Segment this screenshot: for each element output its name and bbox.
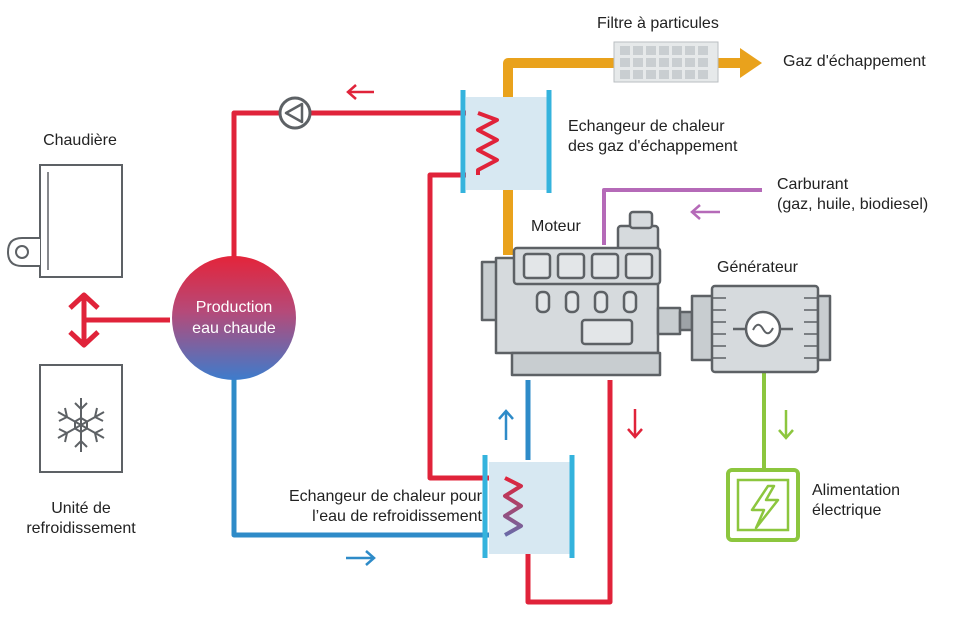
exhaust-pipe — [503, 48, 762, 255]
cooling-exchanger-label-line2: l’eau de refroidissement — [312, 508, 482, 525]
pump-icon — [278, 96, 312, 130]
electric-line — [762, 372, 794, 470]
exhaust-exchanger-label: Echangeur de chaleur des gaz d'échappeme… — [568, 117, 737, 157]
flow-right-arrow-icon — [346, 550, 376, 566]
particle-filter-label: Filtre à particules — [597, 15, 719, 32]
particle-filter — [613, 41, 719, 83]
power-supply-label: Alimentation électrique — [812, 481, 900, 521]
flow-up-arrow-icon — [498, 409, 514, 440]
generator-label: Générateur — [717, 259, 798, 276]
hot-water-label-line2: eau chaude — [192, 320, 276, 337]
hot-water-label-line1: Production — [195, 299, 273, 316]
power-supply-label-line2: électrique — [812, 502, 882, 519]
exhaust-heat-exchanger — [460, 90, 552, 193]
snowflake-icon — [57, 398, 105, 452]
flow-down-arrow-icon — [627, 409, 643, 439]
cooling-unit-icon — [39, 364, 123, 473]
boiler-label: Chaudière — [43, 132, 117, 149]
exhaust-arrow-icon — [740, 48, 762, 78]
hot-water-pipe — [84, 110, 613, 605]
exhaust-exchanger-label-line1: Echangeur de chaleur — [568, 118, 725, 135]
engine-label: Moteur — [531, 218, 581, 235]
exhaust-exchanger-label-line2: des gaz d'échappement — [568, 138, 738, 155]
power-outlet-icon — [726, 468, 800, 542]
hot-water-production — [172, 256, 296, 380]
power-supply-label-line1: Alimentation — [812, 482, 901, 499]
cooling-unit-label-line2: refroidissement — [26, 520, 136, 537]
exhaust-gas-label: Gaz d'échappement — [783, 53, 926, 70]
cooling-water-pipe — [231, 378, 531, 538]
boiler-icon — [6, 164, 123, 278]
cooling-unit-label-line1: Unité de — [51, 500, 111, 517]
cooling-unit-label: Unité de refroidissement — [10, 499, 152, 539]
engine-icon — [480, 210, 694, 377]
cooling-exchanger-label: Echangeur de chaleur pour l’eau de refro… — [246, 487, 482, 527]
boiler-cooling-arrow-icon — [68, 292, 100, 348]
fuel-pipe — [602, 188, 762, 245]
fuel-label-line1: Carburant — [777, 176, 849, 193]
hot-water-production-label: Production eau chaude — [174, 297, 294, 339]
cooling-heat-exchanger — [482, 455, 575, 558]
fuel-label-line2: (gaz, huile, biodiesel) — [777, 196, 929, 213]
fuel-label: Carburant (gaz, huile, biodiesel) — [777, 175, 928, 215]
cooling-exchanger-label-line1: Echangeur de chaleur pour — [288, 488, 482, 505]
flow-left-arrow-icon — [346, 84, 374, 100]
generator-icon — [690, 284, 832, 374]
fuel-arrow-icon — [690, 204, 720, 220]
